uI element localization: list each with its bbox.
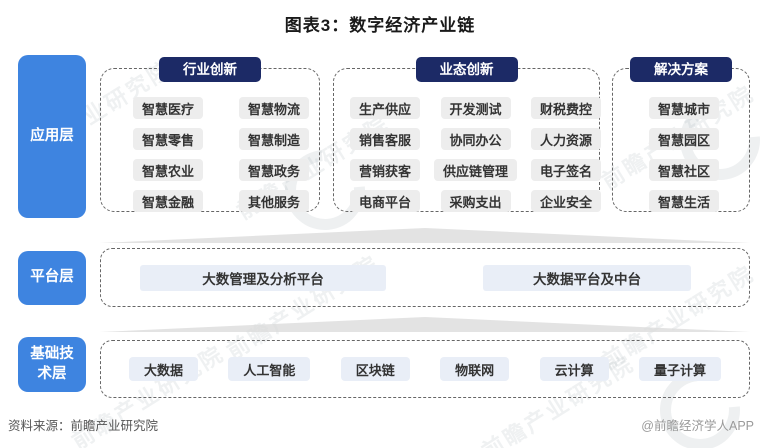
tech-chip: 大数据 [129, 357, 199, 381]
business-chip: 采购支出 [440, 190, 511, 212]
industry-chip: 智慧制造 [239, 128, 310, 150]
group-header-industry-innovation: 行业创新 [159, 57, 261, 82]
connector-triangle-top [100, 228, 750, 243]
industry-chip: 智慧医疗 [133, 97, 204, 119]
group-industry-innovation: 行业创新 智慧医疗 智慧物流智慧零售 智慧制造智慧农业 智慧政务智慧金融 其他服务 [100, 57, 320, 212]
business-chip: 供应链管理 [434, 159, 518, 181]
group-items-industry-innovation: 智慧医疗 智慧物流智慧零售 智慧制造智慧农业 智慧政务智慧金融 其他服务 [101, 97, 319, 212]
connector-triangle-bottom [100, 317, 750, 332]
industry-chip: 智慧金融 [133, 190, 204, 212]
business-chip: 财税费控 [531, 97, 602, 119]
platform-bar-data-management: 大数管理及分析平台 [140, 264, 386, 291]
tech-chip: 区块链 [340, 357, 410, 381]
foundation-tech-box: 大数据 人工智能 区块链 物联网 云计算 量子计算 [100, 340, 750, 398]
solution-chip: 智慧城市 [649, 97, 720, 119]
industry-chip: 其他服务 [239, 190, 310, 212]
layer-label-application: 应用层 [18, 55, 86, 218]
platform-layer-box: 大数管理及分析平台 大数据平台及中台 [100, 248, 750, 307]
industry-chip: 智慧农业 [133, 159, 204, 181]
group-items-solutions: 智慧城市智慧园区智慧社区智慧生活 [613, 97, 749, 212]
business-chip: 生产供应 [350, 97, 421, 119]
group-items-business-innovation: 生产供应开发测试财税费控销售客服协同办公人力资源营销获客供应链管理电子签名电商平… [334, 97, 602, 212]
layer-label-platform: 平台层 [18, 251, 86, 305]
layer-label-foundation: 基础技术层 [18, 337, 86, 392]
tech-chip: 云计算 [539, 357, 609, 381]
credit-note: @前瞻经济学人APP [641, 419, 754, 433]
business-chip: 开发测试 [440, 97, 511, 119]
tech-chip: 物联网 [440, 357, 510, 381]
business-chip: 电子签名 [531, 159, 602, 181]
group-business-innovation: 业态创新 生产供应开发测试财税费控销售客服协同办公人力资源营销获客供应链管理电子… [333, 57, 602, 212]
group-header-business-innovation: 业态创新 [415, 57, 518, 82]
group-solutions: 解决方案 智慧城市智慧园区智慧社区智慧生活 [612, 57, 750, 212]
solution-chip: 智慧生活 [649, 190, 720, 212]
business-chip: 销售客服 [350, 128, 421, 150]
business-chip: 协同办公 [440, 128, 511, 150]
industry-chip: 智慧物流 [239, 97, 310, 119]
business-chip: 电商平台 [350, 190, 421, 212]
industry-chip: 智慧零售 [133, 128, 204, 150]
tech-chip: 量子计算 [638, 357, 721, 381]
solution-chip: 智慧园区 [649, 128, 720, 150]
figure-title: 图表3：数字经济产业链 [284, 16, 476, 35]
business-chip: 企业安全 [531, 190, 602, 212]
business-chip: 人力资源 [531, 128, 602, 150]
solution-chip: 智慧社区 [649, 159, 720, 181]
business-chip: 营销获客 [350, 159, 421, 181]
tech-chip: 人工智能 [228, 357, 311, 381]
group-header-solutions: 解决方案 [630, 57, 732, 82]
industry-chip: 智慧政务 [239, 159, 310, 181]
source-note: 资料来源：前瞻产业研究院 [8, 419, 159, 433]
platform-bar-data-middle-platform: 大数据平台及中台 [483, 264, 691, 291]
